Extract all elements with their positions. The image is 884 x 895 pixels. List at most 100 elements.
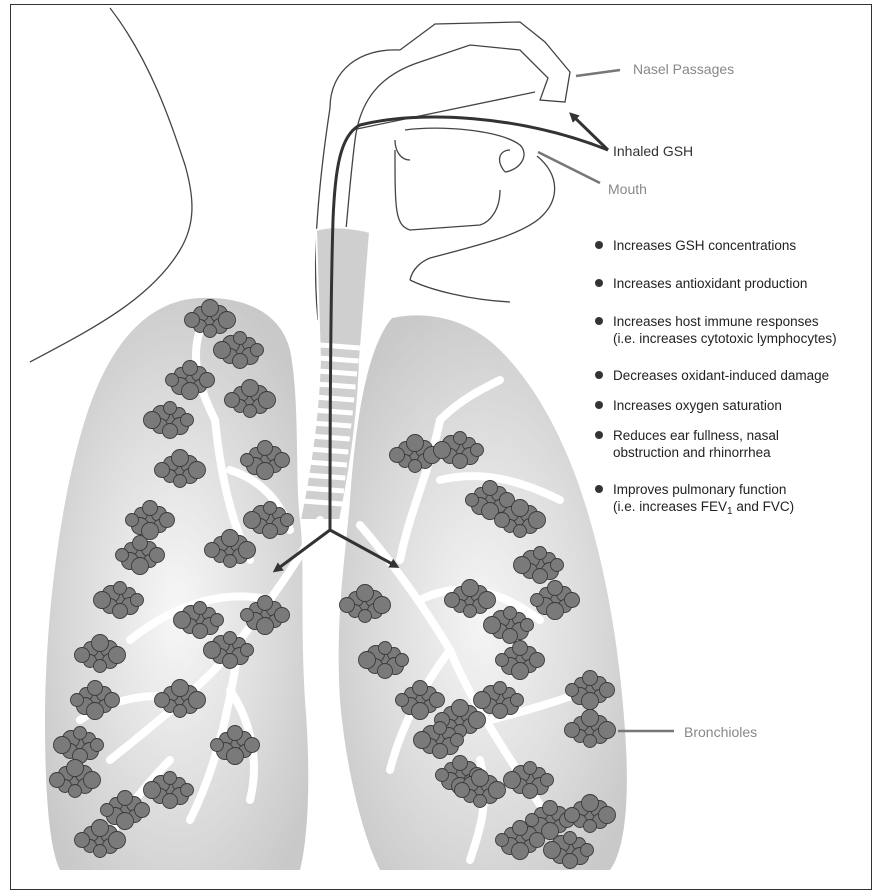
alveolus bbox=[204, 325, 217, 338]
alveolus bbox=[529, 512, 546, 529]
alveolus bbox=[551, 559, 564, 572]
alveolus bbox=[105, 693, 120, 708]
alveolus bbox=[436, 769, 449, 782]
trachea-ring bbox=[302, 501, 342, 504]
alveolus bbox=[172, 450, 189, 467]
alveolus bbox=[71, 694, 84, 707]
alveolus bbox=[155, 693, 170, 708]
alveolus bbox=[223, 654, 238, 669]
alveolus bbox=[566, 684, 579, 697]
alveolus bbox=[548, 581, 563, 596]
alveolus bbox=[471, 444, 484, 457]
alveolus bbox=[489, 782, 506, 799]
effect-item: Increases oxygen saturation bbox=[594, 397, 884, 414]
alveolus bbox=[534, 547, 547, 560]
alveolus bbox=[504, 607, 517, 620]
alveolus bbox=[258, 441, 273, 456]
alveolus bbox=[259, 392, 276, 409]
effect-item: Decreases oxidant-induced damage bbox=[594, 367, 884, 384]
alveolus bbox=[143, 501, 158, 516]
alveolus bbox=[241, 644, 254, 657]
alveolus bbox=[257, 463, 274, 480]
alveolus bbox=[174, 475, 187, 488]
alveolus bbox=[163, 424, 178, 439]
alveolus bbox=[114, 582, 127, 595]
alveolus bbox=[469, 712, 486, 729]
alveolus bbox=[564, 832, 577, 845]
alveolus bbox=[132, 558, 149, 575]
alveolus bbox=[233, 354, 248, 369]
alveolus bbox=[225, 393, 240, 408]
alveolus bbox=[495, 513, 510, 528]
alveolus bbox=[390, 448, 405, 463]
alveolus bbox=[493, 704, 508, 719]
alveolus bbox=[204, 642, 221, 659]
alveolus bbox=[224, 555, 237, 568]
alveolus bbox=[189, 462, 206, 479]
alveolus bbox=[174, 612, 191, 629]
alveolus bbox=[512, 843, 529, 860]
alveolus bbox=[455, 783, 470, 798]
alveolus bbox=[581, 844, 594, 857]
alveolus bbox=[275, 608, 290, 623]
alveolus bbox=[464, 605, 477, 618]
effect-item: Increases GSH concentrations bbox=[594, 237, 884, 254]
alveolus bbox=[211, 614, 224, 627]
trachea-ring bbox=[308, 449, 348, 452]
alveolus bbox=[479, 592, 496, 609]
effect-item: Increases host immune responses (i.e. in… bbox=[594, 313, 884, 347]
alveolus bbox=[359, 652, 376, 669]
alveolus bbox=[242, 380, 259, 397]
alveolus bbox=[92, 635, 109, 652]
alveolus bbox=[219, 312, 236, 329]
effect-item: Reduces ear fullness, nasal obstruction … bbox=[594, 427, 884, 461]
label-nasal-passages: Nasel Passages bbox=[633, 61, 734, 77]
alveolus bbox=[412, 703, 429, 720]
alveolus bbox=[524, 762, 537, 775]
alveolus bbox=[582, 693, 599, 710]
alveolus bbox=[379, 642, 392, 655]
alveolus bbox=[513, 641, 528, 656]
leader-nasal bbox=[576, 70, 620, 76]
alveolus bbox=[513, 821, 528, 836]
alveolus bbox=[172, 680, 189, 697]
alveolus bbox=[453, 756, 468, 771]
alveolus bbox=[202, 300, 219, 317]
alveolus bbox=[523, 784, 538, 799]
alveolus bbox=[263, 524, 278, 539]
alveolus bbox=[533, 569, 548, 584]
alveolus bbox=[541, 774, 554, 787]
alveolus bbox=[526, 814, 539, 827]
alveolus bbox=[521, 619, 534, 632]
alveolus bbox=[582, 710, 599, 727]
alveolus bbox=[193, 624, 208, 639]
alveolus bbox=[244, 512, 261, 529]
alveolus bbox=[599, 807, 616, 824]
alveolus bbox=[474, 795, 487, 808]
alveolus bbox=[433, 744, 448, 759]
alveolus bbox=[512, 663, 529, 680]
alveolus bbox=[109, 832, 126, 849]
alveolus bbox=[543, 801, 558, 816]
alveolus bbox=[92, 820, 109, 837]
alveolus bbox=[483, 481, 498, 496]
alveolus bbox=[200, 373, 215, 388]
alveolus bbox=[74, 727, 87, 740]
alveolus bbox=[194, 602, 207, 615]
alveolus bbox=[565, 723, 580, 738]
alveolus bbox=[251, 344, 264, 357]
alveolus bbox=[514, 525, 527, 538]
alveolus bbox=[462, 580, 479, 597]
alveolus bbox=[340, 598, 355, 613]
alveolus bbox=[599, 722, 616, 739]
alveolus bbox=[222, 530, 239, 547]
alveolus bbox=[84, 772, 101, 789]
alveolus bbox=[600, 683, 615, 698]
alveolus bbox=[409, 460, 422, 473]
alveolus bbox=[118, 791, 133, 806]
alveolus bbox=[474, 692, 491, 709]
alveolus bbox=[227, 748, 244, 765]
alveolus bbox=[189, 692, 206, 709]
effect-item: Increases antioxidant production bbox=[594, 275, 884, 292]
alveolus bbox=[174, 705, 187, 718]
